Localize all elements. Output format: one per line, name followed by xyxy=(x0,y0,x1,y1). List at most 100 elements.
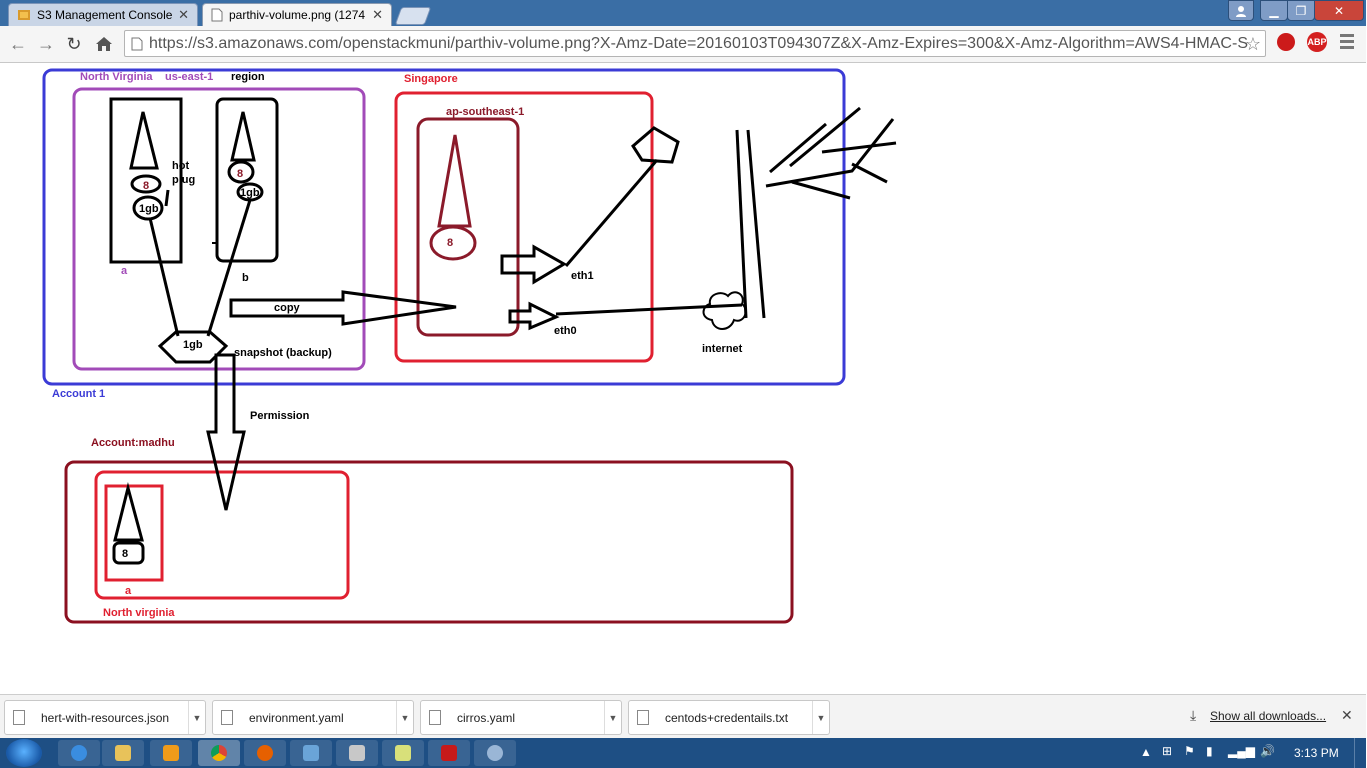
show-desktop-button[interactable] xyxy=(1354,738,1367,768)
chevron-down-icon[interactable]: ▼ xyxy=(812,701,829,734)
back-button[interactable]: ← xyxy=(6,32,30,56)
downloads-bar: hert-with-resources.json ▼ environment.y… xyxy=(0,694,1366,739)
taskbar-ie[interactable] xyxy=(58,740,100,766)
taskbar-explorer[interactable] xyxy=(102,740,144,766)
instance-b-triangle xyxy=(230,111,256,162)
instance-a-box xyxy=(109,97,183,264)
taskbar-media[interactable] xyxy=(150,740,192,766)
close-window-button[interactable]: ✕ xyxy=(1314,0,1364,21)
taskbar-notepad[interactable] xyxy=(382,740,424,766)
account-madhu-box xyxy=(64,460,794,624)
reload-button[interactable]: ↻ xyxy=(62,32,86,56)
label-8-lower: 8 xyxy=(122,548,128,560)
chevron-down-icon[interactable]: ▼ xyxy=(188,701,205,734)
download-item[interactable]: hert-with-resources.json ▼ xyxy=(4,700,206,735)
label-eth0: eth0 xyxy=(554,325,577,337)
url-text: https://s3.amazonaws.com/openstackmuni/p… xyxy=(149,35,1248,52)
label-us-east-1: us-east-1 xyxy=(165,71,213,83)
chrome-menu-icon[interactable] xyxy=(1340,34,1354,52)
start-button[interactable] xyxy=(6,739,42,767)
person-icon xyxy=(1236,5,1246,17)
minimize-button[interactable]: ▁ xyxy=(1260,0,1288,21)
instance-a-lower-box xyxy=(104,484,164,582)
download-item[interactable]: environment.yaml ▼ xyxy=(212,700,414,735)
tree-drawing xyxy=(765,106,897,200)
volume-icon[interactable]: 🔊 xyxy=(1260,744,1275,758)
label-snapshot-1gb: 1gb xyxy=(183,339,203,351)
flag-icon[interactable]: ⚑ xyxy=(1184,744,1195,758)
tab-title: S3 Management Console xyxy=(37,8,173,22)
windows-taskbar: ▲ ⊞ ⚑ ▮ ▂▄▆ 🔊 3:13 PM xyxy=(0,738,1366,768)
notepad-icon xyxy=(395,745,411,761)
label-8-a: 8 xyxy=(143,180,149,192)
tray-windows-icon[interactable]: ⊞ xyxy=(1162,744,1173,758)
user-profile-button[interactable] xyxy=(1228,0,1254,21)
close-icon: ✕ xyxy=(1333,3,1345,18)
label-eth1: eth1 xyxy=(571,270,594,282)
singapore-volume-8 xyxy=(429,225,477,261)
page-info-icon xyxy=(131,37,143,51)
network-app-icon xyxy=(303,745,319,761)
taskbar-acrobat[interactable] xyxy=(428,740,470,766)
label-instance-a: a xyxy=(121,265,128,277)
download-filename: centods+credentails.txt xyxy=(665,711,789,725)
instance-b-box xyxy=(215,97,279,263)
label-plug: plug xyxy=(172,174,195,186)
lower-volume-8 xyxy=(112,541,145,565)
clock[interactable]: 3:13 PM xyxy=(1294,746,1339,760)
internet-cloud xyxy=(702,291,747,330)
download-item[interactable]: centods+credentails.txt ▼ xyxy=(628,700,830,735)
snapshot-hexagon xyxy=(157,330,229,364)
signal-icon[interactable]: ▂▄▆ xyxy=(1228,744,1255,758)
document-icon xyxy=(13,710,25,725)
volume-8-a xyxy=(130,174,162,194)
taskbar-app[interactable] xyxy=(474,740,516,766)
close-tab-icon[interactable]: ✕ xyxy=(372,7,383,22)
permission-arrow xyxy=(206,353,246,511)
reload-icon: ↻ xyxy=(66,33,82,54)
label-permission: Permission xyxy=(250,410,310,422)
minimize-icon: ▁ xyxy=(1269,3,1279,18)
show-all-downloads-link[interactable]: Show all downloads... xyxy=(1210,709,1327,723)
bookmark-star-icon[interactable]: ☆ xyxy=(1244,34,1261,54)
taskbar-chrome[interactable] xyxy=(198,740,240,766)
media-player-icon xyxy=(163,745,179,761)
tab-parthiv-volume[interactable]: parthiv-volume.png (1274 ✕ xyxy=(202,3,392,26)
chevron-down-icon[interactable]: ▼ xyxy=(604,701,621,734)
label-internet: internet xyxy=(702,343,743,355)
taskbar-network[interactable] xyxy=(290,740,332,766)
label-ap-southeast-1: ap-southeast-1 xyxy=(446,106,524,118)
label-copy: copy xyxy=(274,302,301,314)
new-tab-button[interactable] xyxy=(394,7,432,25)
tray-up-arrow-icon[interactable]: ▲ xyxy=(1140,745,1152,759)
close-downloads-icon[interactable]: ✕ xyxy=(1341,707,1353,723)
home-icon xyxy=(96,37,112,51)
label-snapshot: snapshot (backup) xyxy=(234,347,332,359)
download-filename: environment.yaml xyxy=(249,711,344,725)
maximize-button[interactable]: ❐ xyxy=(1287,0,1315,21)
s3-favicon-icon xyxy=(18,10,30,20)
copy-arrow xyxy=(229,290,457,326)
address-bar[interactable]: https://s3.amazonaws.com/openstackmuni/p… xyxy=(124,30,1266,57)
close-tab-icon[interactable]: ✕ xyxy=(178,7,189,22)
network-diagram: North Virginia us-east-1 region Singapor… xyxy=(42,68,897,624)
device-icon[interactable]: ▮ xyxy=(1206,744,1213,758)
download-item[interactable]: cirros.yaml ▼ xyxy=(420,700,622,735)
tab-title: parthiv-volume.png (1274 xyxy=(229,8,366,22)
eth1-arrow xyxy=(500,244,567,285)
power-extension-icon[interactable] xyxy=(1277,33,1295,51)
firefox-icon xyxy=(257,745,273,761)
adblock-extension-icon[interactable]: ABP xyxy=(1307,32,1327,52)
lower-instance-triangle xyxy=(113,482,144,542)
forward-button[interactable]: → xyxy=(34,32,58,56)
arrow-right-icon: → xyxy=(37,33,55,54)
home-button[interactable] xyxy=(92,32,116,56)
taskbar-putty[interactable] xyxy=(336,740,378,766)
restore-icon: ❐ xyxy=(1295,3,1307,18)
eth0-arrow xyxy=(508,301,560,331)
chevron-down-icon[interactable]: ▼ xyxy=(396,701,413,734)
taskbar-firefox[interactable] xyxy=(244,740,286,766)
download-arrow-icon: ⤓ xyxy=(1190,707,1197,723)
tab-s3-console[interactable]: S3 Management Console ✕ xyxy=(8,3,198,26)
folder-icon xyxy=(115,745,131,761)
